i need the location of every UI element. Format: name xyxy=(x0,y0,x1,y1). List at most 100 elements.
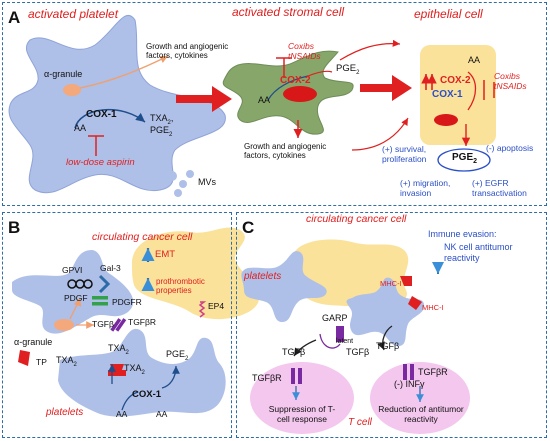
tp-label: TP xyxy=(36,357,47,367)
nk-label: NK cell antitumor reactivity xyxy=(444,242,513,263)
gal3-receptor xyxy=(98,274,111,294)
pdgf-bar xyxy=(92,296,108,300)
activated-platelet-shape xyxy=(8,14,226,194)
gpvi-ring xyxy=(83,279,93,289)
pge2-label-a: PGE2 xyxy=(150,125,173,138)
mv-dot xyxy=(179,180,187,188)
platelet-shape-c-left xyxy=(241,251,327,322)
aa-label-b-left: AA xyxy=(116,409,128,419)
aspirin-label: low-dose aspirin xyxy=(66,157,135,168)
pge2-circle xyxy=(437,148,491,172)
epithelial-title: epithelial cell xyxy=(414,7,483,21)
pge2-label-epithelial: PGE2 xyxy=(452,152,478,165)
garp-receptor xyxy=(336,326,344,342)
stromal-to-pge2-arrow xyxy=(307,70,333,77)
aa-to-cox1-arrow-b xyxy=(121,391,139,411)
pdgf-label: PDGF xyxy=(64,293,88,303)
platelet-to-stromal-arrow xyxy=(176,86,232,112)
pge2-label-b: PGE2 xyxy=(166,349,189,362)
panel-b-frame xyxy=(2,212,232,438)
mhc-label-b: MHC-I xyxy=(422,303,444,312)
tgfbr-bar-b xyxy=(110,318,122,332)
latent-label: latent xyxy=(336,338,354,345)
panel-c-label: C xyxy=(242,218,255,237)
cox1-to-pge2-arrow xyxy=(161,365,180,389)
pge2-label-stromal: PGE2 xyxy=(336,63,360,76)
gf-label-stromal: Growth and angiogenic factors, cytokines xyxy=(244,142,327,161)
tp-receptor xyxy=(18,350,30,366)
tp-receptor-b xyxy=(108,370,126,376)
coxibs-label-epithelial: Coxibs xyxy=(494,71,520,81)
mv-dot xyxy=(186,170,194,178)
tgfbr-left-label: TGFβR xyxy=(252,373,282,383)
tgfb-label-b: TGFβ xyxy=(92,319,114,329)
tgfbr-label-b: TGFβR xyxy=(128,317,157,327)
egfr-label: (+) EGFR transactivation xyxy=(472,178,527,199)
platelet-shape-c-right xyxy=(346,277,425,347)
mv-dot xyxy=(174,189,182,197)
gf-to-epithelial-curve xyxy=(351,117,409,151)
tnsaids-label-a: tNSAIDs xyxy=(288,51,321,61)
tgfb-release-arrow xyxy=(377,325,393,351)
granule-to-pdgf-arrow xyxy=(69,297,82,320)
cox1-label-a: COX-1 xyxy=(86,109,117,120)
cox2-label-stromal: COX-2 xyxy=(280,75,311,86)
cox1-curve-arrow xyxy=(74,108,146,129)
txa2-label-b-left: TXA2 xyxy=(56,355,77,368)
coxibs-label-a: Coxibs xyxy=(288,41,314,51)
epithelial-cox-curve xyxy=(467,71,477,111)
panel-c-frame xyxy=(236,212,547,438)
platelets-label-c: platelets xyxy=(244,271,282,282)
cox2-label-epithelial: COX-2 xyxy=(440,75,471,86)
cox1-label-epithelial: COX-1 xyxy=(432,89,463,100)
stromal-to-epithelial-arrow xyxy=(360,75,412,101)
stromal-to-epithelial-curve xyxy=(339,39,401,61)
latent-curve xyxy=(319,333,341,349)
mvs-label: MVs xyxy=(198,177,216,187)
emt-label: EMT xyxy=(155,249,176,260)
suppression-label: Suppression of T-cell response xyxy=(268,404,336,425)
mhc-receptor xyxy=(400,276,412,286)
aa-label-b-right: AA xyxy=(156,409,168,419)
alpha-granule-label: α-granule xyxy=(44,69,83,79)
prothrombotic-label: prothrombotic properties xyxy=(156,277,205,295)
cox1-label-b: COX-1 xyxy=(132,389,162,400)
tgfbr-right-bar xyxy=(403,364,407,380)
platelets-label-b: platelets xyxy=(46,407,84,418)
aa-label-stromal: AA xyxy=(258,95,271,105)
mv-dot xyxy=(167,171,177,181)
txa2-label-a: TXA2, xyxy=(150,113,174,126)
tgfb-mid-arrow xyxy=(293,339,317,357)
panel-a-label: A xyxy=(8,8,21,27)
alpha-granule-b xyxy=(54,319,74,331)
gf-label-a: Growth and angiogenic factors, cytokines xyxy=(146,42,229,61)
gpvi-label: GPVI xyxy=(62,265,83,275)
cancer-cell-title-b: circulating cancer cell xyxy=(92,231,193,243)
garp-label: GARP xyxy=(322,313,348,323)
apoptosis-label: (-) apoptosis xyxy=(486,143,534,153)
gal3-label: Gal-3 xyxy=(100,263,121,273)
reduction-label: Reduction of antitumor reactivity xyxy=(378,404,464,425)
immune-evasion-label: Immune evasion: xyxy=(428,229,497,239)
stromal-nucleus xyxy=(283,86,317,102)
stromal-cox2-curve xyxy=(267,75,309,101)
tgfbr-right-label: TGFβR xyxy=(418,367,448,377)
pdgfr-label: PDGFR xyxy=(112,297,142,307)
cancer-cell-shape-b xyxy=(131,227,260,320)
epithelial-nucleus xyxy=(434,114,458,126)
survival-label: (+) survival, proliferation xyxy=(382,144,427,165)
tnsaids-label-epithelial: tNSAIDs xyxy=(494,81,527,91)
pdgfr-bar xyxy=(92,302,108,306)
aa-label-a: AA xyxy=(74,123,87,133)
tcell-label: T cell xyxy=(348,417,372,428)
tgfbr-left-bar xyxy=(291,368,295,384)
migration-label: (+) migration, invasion xyxy=(400,178,451,199)
ep4-label: EP4 xyxy=(208,301,225,311)
t-cell-left xyxy=(250,362,354,434)
cancer-cell-title-c: circulating cancer cell xyxy=(306,213,407,225)
alpha-granule-shape xyxy=(63,84,81,96)
txa2-label-b-mid: TXA2 xyxy=(124,363,145,376)
stromal-title: activated stromal cell xyxy=(232,5,345,19)
tgfb-right-label: TGFβ xyxy=(376,341,400,351)
